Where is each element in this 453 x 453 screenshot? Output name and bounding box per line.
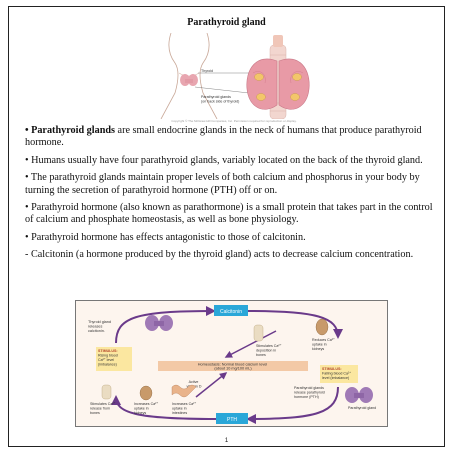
increases-kidney-text: Increases Ca²⁺ uptake in kidneys	[134, 402, 159, 415]
pth-box	[216, 413, 248, 424]
stimulus-rising-box	[96, 347, 132, 371]
paragraph-2: • Humans usually have four parathyroid g…	[25, 155, 439, 167]
calcitonin-label: Calcitonin	[220, 309, 242, 315]
document-page: Parathyroid gland Thyroid Parathyroid gl…	[8, 6, 445, 447]
homeostasis-text: Homeostasis: Normal blood calcium level …	[198, 363, 269, 371]
stimulus-falling-box	[320, 365, 358, 383]
paragraph-1-text: are small endocrine glands in the neck o…	[25, 125, 422, 149]
parathyroid-label-line1: Parathyroid glands	[201, 95, 231, 99]
kidney-icon	[315, 318, 329, 336]
paragraph-4-text: • Parathyroid hormone (also known as par…	[25, 202, 433, 226]
thyroid-anatomy-illustration: Thyroid Parathyroid glands (on back side…	[160, 33, 310, 119]
paragraph-2-text: • Humans usually have four parathyroid g…	[25, 154, 423, 166]
calcium-homeostasis-diagram: Calcitonin Thyroid gland releases calcit…	[88, 305, 376, 424]
paragraph-6-text: - Calcitonin (a hormone produced by the …	[25, 249, 414, 261]
thyroid-anatomy-figure: Thyroid Parathyroid glands (on back side…	[149, 33, 319, 119]
paragraph-5: • Parathyroid hormone has effects antago…	[25, 232, 439, 244]
page-title: Parathyroid gland	[187, 17, 266, 28]
figure-caption: Copyright © The McGraw-Hill Companies, I…	[171, 119, 297, 123]
thyroid-release-text: Thyroid gland releases calcitonin.	[88, 320, 112, 333]
paragraph-1: • Parathyroid glands are small endocrine…	[25, 125, 439, 150]
paragraph-6: - Calcitonin (a hormone produced by the …	[25, 249, 439, 261]
paragraph-5-text: • Parathyroid hormone has effects antago…	[25, 231, 306, 243]
paragraph-3: • The parathyroid glands maintain proper…	[25, 172, 439, 197]
parathyroid-gland-icon	[345, 387, 359, 403]
body-text: • Parathyroid glands are small endocrine…	[25, 125, 439, 267]
parathyroid-release-text: Parathyroid glands release parathyroid h…	[294, 386, 326, 399]
paragraph-1-bold: • Parathyroid glands	[25, 125, 115, 136]
homeostasis-bar	[158, 361, 308, 371]
stimulus-falling-text: STIMULUS: Falling blood Ca²⁺ level (imba…	[322, 367, 352, 380]
thyroid-icon	[145, 315, 159, 331]
stimulus-rising-text: STIMULUS: Rising blood Ca²⁺ level (imbal…	[98, 349, 119, 367]
increases-intestine-text: Increases Ca²⁺ uptake in intestines	[172, 402, 197, 415]
kidney-icon-bottom	[139, 385, 153, 401]
calcitonin-box	[214, 305, 248, 316]
bone-icon-bottom	[101, 384, 112, 400]
page-number: 1	[224, 438, 229, 444]
parathyroid-label-line2: (on back side of thyroid)	[201, 100, 239, 104]
pth-label: PTH	[227, 417, 237, 423]
calcium-homeostasis-figure: Calcitonin Thyroid gland releases calcit…	[75, 300, 388, 427]
bone-icon	[253, 324, 264, 342]
parathyroid-gland-label: Parathyroid gland	[348, 406, 376, 410]
paragraph-3-text: • The parathyroid glands maintain proper…	[25, 172, 420, 196]
thyroid-label: Thyroid	[201, 69, 213, 73]
stimulates-deposition-text: Stimulates Ca²⁺ deposition in bones	[256, 344, 282, 357]
intestine-icon	[171, 384, 197, 398]
stimulates-release-text: Stimulates Ca²⁺ release from bones	[90, 402, 116, 415]
reduces-uptake-text: Reduces Ca²⁺ uptake in kidneys	[312, 338, 336, 351]
paragraph-4: • Parathyroid hormone (also known as par…	[25, 202, 439, 227]
